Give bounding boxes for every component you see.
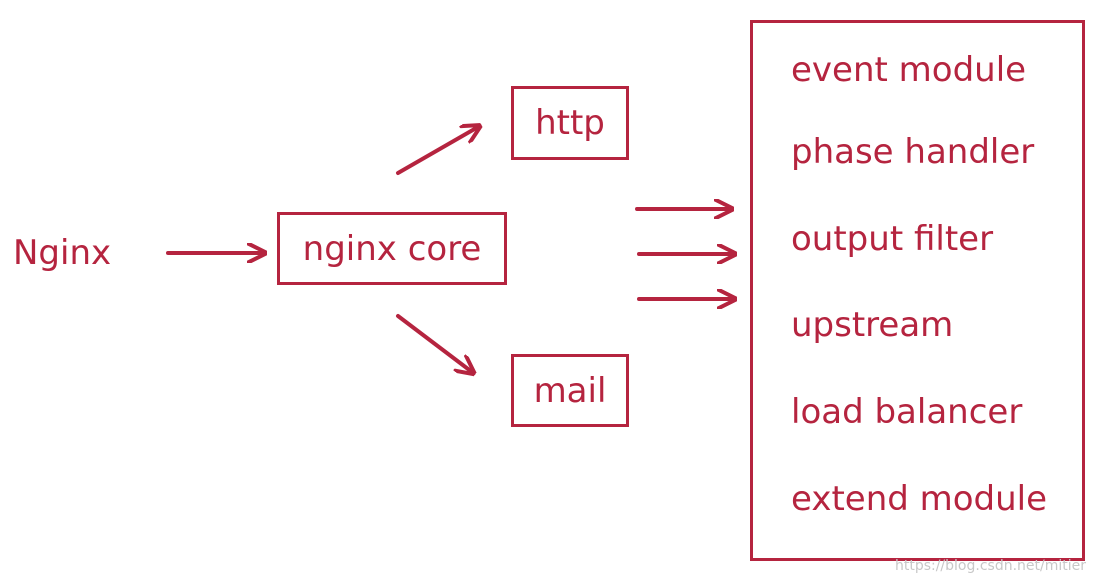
http-node: http xyxy=(511,86,629,160)
module-item: phase handler xyxy=(791,132,1035,172)
mail-label: mail xyxy=(533,370,607,411)
module-item: load balancer xyxy=(791,392,1023,432)
root-label: Nginx xyxy=(13,233,112,273)
arrow-core-to-http xyxy=(396,127,478,175)
arrow-core-to-mail xyxy=(396,314,472,372)
module-item: event module xyxy=(791,50,1027,90)
module-item: output filter xyxy=(791,219,994,259)
watermark: https://blog.csdn.net/mitier xyxy=(894,558,1086,574)
http-label: http xyxy=(535,103,605,143)
module-list: event module phase handler output filter… xyxy=(750,20,1085,561)
module-item: upstream xyxy=(791,305,954,345)
module-item: extend module xyxy=(791,479,1048,519)
mail-node: mail xyxy=(511,354,629,427)
core-node: nginx core xyxy=(277,212,507,285)
core-label: nginx core xyxy=(302,228,482,269)
